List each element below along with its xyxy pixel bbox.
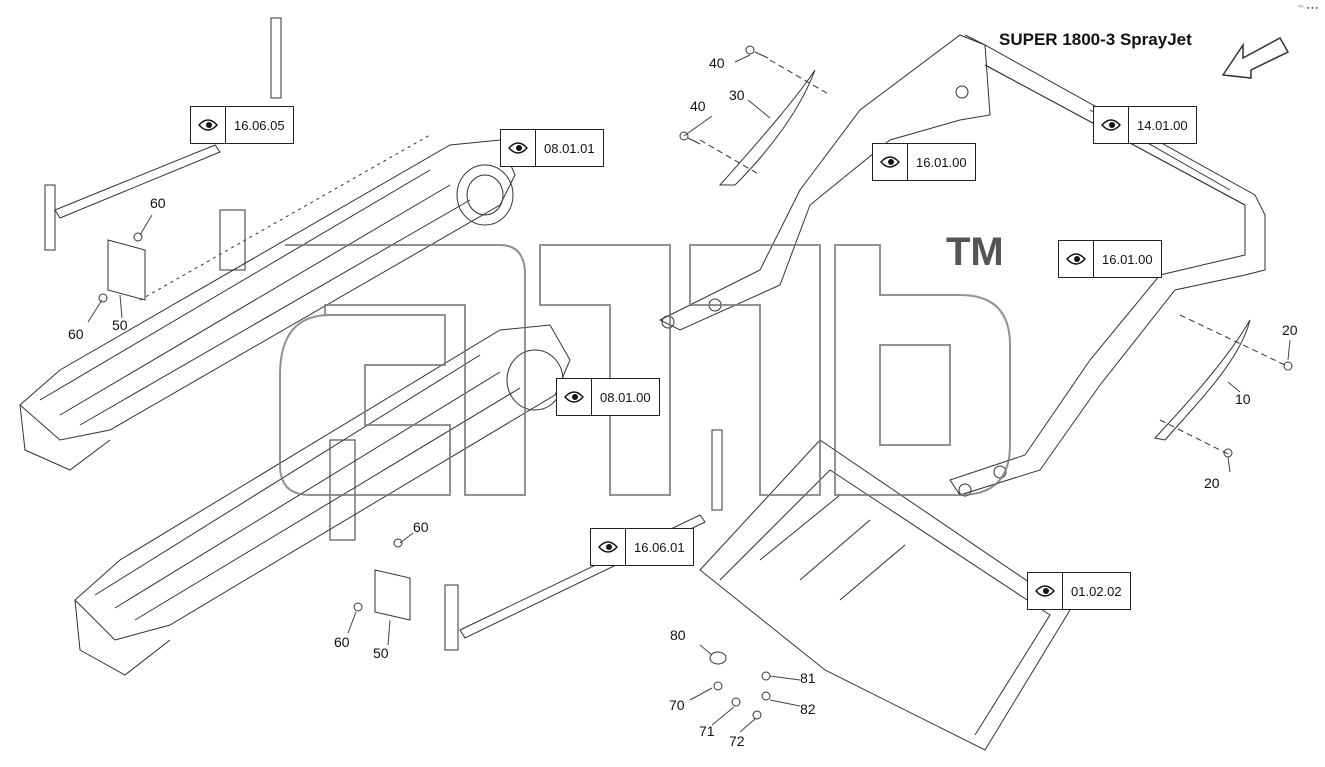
- callout-72: 72: [729, 733, 745, 749]
- callout-40-lower: 40: [690, 98, 706, 114]
- callout-50-upper: 50: [112, 317, 128, 333]
- callout-10: 10: [1235, 391, 1251, 407]
- callout-71: 71: [699, 723, 715, 739]
- ref-box-16-06-05[interactable]: 16.06.05: [190, 106, 294, 144]
- ref-code: 14.01.00: [1137, 117, 1188, 133]
- callout-60-c: 60: [413, 519, 429, 535]
- ref-box-08-01-00[interactable]: 08.01.00: [556, 378, 660, 416]
- fasteners: [98, 45, 1293, 720]
- callout-80: 80: [670, 627, 686, 643]
- callout-30: 30: [729, 87, 745, 103]
- callout-60-d: 60: [334, 634, 350, 650]
- eye-icon: [1059, 241, 1094, 277]
- eye-icon: [1094, 107, 1129, 143]
- callout-50-lower: 50: [373, 645, 389, 661]
- direction-arrow-icon: [1221, 36, 1290, 79]
- ref-code: 08.01.00: [600, 389, 651, 405]
- lower-track-assembly: [74, 324, 571, 676]
- bottom-shield: [699, 439, 1071, 751]
- eye-icon: [191, 107, 226, 143]
- callout-40-upper: 40: [709, 55, 725, 71]
- ref-code: 16.06.01: [634, 539, 685, 555]
- eye-icon: [1028, 573, 1063, 609]
- callout-81: 81: [800, 670, 816, 686]
- ref-code: 16.01.00: [916, 154, 967, 170]
- ref-box-16-06-01[interactable]: 16.06.01: [590, 528, 694, 566]
- eye-icon: [591, 529, 626, 565]
- callout-20-lower: 20: [1204, 475, 1220, 491]
- watermark-tm: TM: [946, 230, 1004, 274]
- diagram-title: SUPER 1800-3 SprayJet: [999, 30, 1192, 49]
- corner-mark: ⁰ⁿ ∙∙∙: [1298, 4, 1319, 12]
- upper-track-assembly: [19, 134, 516, 471]
- watermark-logo: [279, 244, 1011, 496]
- ref-box-14-01-00[interactable]: 14.01.00: [1093, 106, 1197, 144]
- ref-box-16-01-00-upper[interactable]: 16.01.00: [872, 143, 976, 181]
- callout-20-upper: 20: [1282, 322, 1298, 338]
- ref-box-01-02-02[interactable]: 01.02.02: [1027, 572, 1131, 610]
- ref-code: 01.02.02: [1071, 583, 1122, 599]
- eye-icon: [557, 379, 592, 415]
- leader-lines: [87, 54, 1291, 733]
- callout-60-a: 60: [150, 195, 166, 211]
- ref-box-16-01-00-lower[interactable]: 16.01.00: [1058, 240, 1162, 278]
- ref-code: 08.01.01: [544, 140, 595, 156]
- eye-icon: [873, 144, 908, 180]
- ref-box-08-01-01[interactable]: 08.01.01: [500, 129, 604, 167]
- callout-70: 70: [669, 697, 685, 713]
- eye-icon: [501, 130, 536, 166]
- callout-82: 82: [800, 701, 816, 717]
- ref-code: 16.06.05: [234, 117, 285, 133]
- guard-plates: [699, 59, 1286, 456]
- callout-60-b: 60: [68, 326, 84, 342]
- ref-code: 16.01.00: [1102, 251, 1153, 267]
